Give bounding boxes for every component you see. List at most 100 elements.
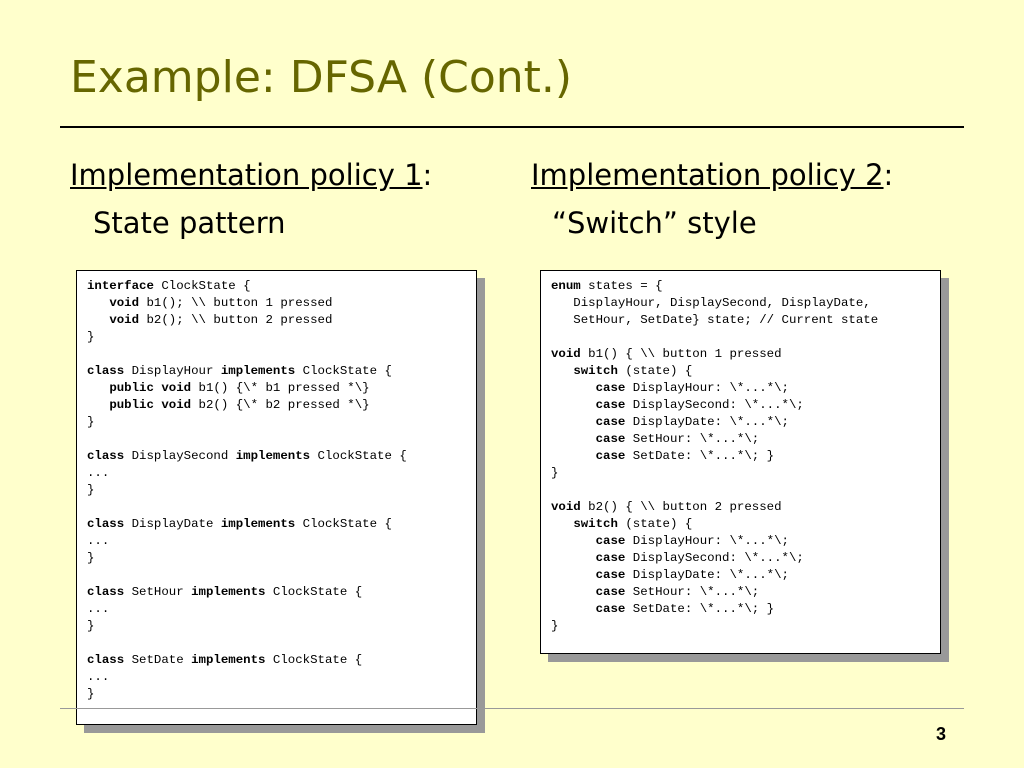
code-keyword: case <box>595 381 626 395</box>
policy-1-heading-colon: : <box>422 158 433 192</box>
code-text: DisplayDate <box>124 517 221 531</box>
code-text <box>551 585 596 599</box>
code-text <box>551 551 596 565</box>
code-text: (state) { <box>617 364 693 378</box>
code-keyword: case <box>595 602 626 616</box>
code-line <box>551 482 930 499</box>
code-text: DisplayHour <box>124 364 221 378</box>
code-text: DisplayDate: \*...*\; <box>625 415 789 429</box>
code-text: ClockState { <box>295 364 392 378</box>
slide-title: Example: DFSA (Cont.) <box>70 52 573 103</box>
policy-2-subheading: “Switch” style <box>552 206 757 240</box>
code-line: case DisplaySecond: \*...*\; <box>551 550 930 567</box>
code-text: ... <box>87 534 110 548</box>
code-line: void b2(); \\ button 2 pressed <box>87 312 466 329</box>
code-line: public void b2() {\* b2 pressed *\} <box>87 397 466 414</box>
code-text: states = { <box>580 279 663 293</box>
code-keyword: void <box>161 381 192 395</box>
code-line: ... <box>87 601 466 618</box>
code-keyword: case <box>595 432 626 446</box>
code-text: } <box>87 551 95 565</box>
code-line: switch (state) { <box>551 516 930 533</box>
code-text: b2(); \\ button 2 pressed <box>139 313 333 327</box>
code-keyword: implements <box>220 364 296 378</box>
code-line <box>551 329 930 346</box>
code-text: b1() { \\ button 1 pressed <box>580 347 782 361</box>
code-text <box>551 602 596 616</box>
code-line <box>87 499 466 516</box>
code-line: class SetHour implements ClockState { <box>87 584 466 601</box>
code-text: DisplayHour: \*...*\; <box>625 381 789 395</box>
code-line: DisplayHour, DisplaySecond, DisplayDate, <box>551 295 930 312</box>
code-text <box>87 313 109 327</box>
code-line: case SetDate: \*...*\; } <box>551 601 930 618</box>
policy-2-heading: Implementation policy 2: <box>531 158 893 192</box>
code-text: } <box>87 330 95 344</box>
policy-1-subheading: State pattern <box>93 206 286 240</box>
code-line: } <box>551 618 930 635</box>
code-line: } <box>87 686 466 703</box>
code-line: case DisplaySecond: \*...*\; <box>551 397 930 414</box>
code-line: void b1() { \\ button 1 pressed <box>551 346 930 363</box>
code-keyword: switch <box>573 364 618 378</box>
code-text <box>87 398 109 412</box>
footer-divider <box>60 708 964 709</box>
code-keyword: class <box>87 449 125 463</box>
code-text: SetDate: \*...*\; } <box>625 602 775 616</box>
code-keyword: void <box>161 398 192 412</box>
code-keyword: class <box>87 517 125 531</box>
code-line: case SetHour: \*...*\; <box>551 431 930 448</box>
code-keyword: switch <box>573 517 618 531</box>
code-text: SetDate <box>124 653 192 667</box>
code-keyword: enum <box>551 279 581 293</box>
code-text <box>551 364 573 378</box>
code-line: class SetDate implements ClockState { <box>87 652 466 669</box>
code-text <box>551 517 573 531</box>
code-text: ... <box>87 602 110 616</box>
code-line: ... <box>87 533 466 550</box>
code-text: ... <box>87 670 110 684</box>
code-text: DisplayHour: \*...*\; <box>625 534 789 548</box>
code-text <box>87 296 109 310</box>
code-line: interface ClockState { <box>87 278 466 295</box>
code-line: } <box>87 618 466 635</box>
code-text: (state) { <box>617 517 693 531</box>
code-keyword: public <box>109 398 154 412</box>
code-text: SetHour, SetDate} state; // Current stat… <box>551 313 879 327</box>
code-text: DisplayHour, DisplaySecond, DisplayDate, <box>551 296 871 310</box>
code-line <box>87 635 466 652</box>
code-keyword: class <box>87 585 125 599</box>
code-keyword: void <box>551 347 581 361</box>
code-line: ... <box>87 465 466 482</box>
code-keyword: implements <box>191 585 266 599</box>
code-line: } <box>87 414 466 431</box>
policy-1-heading-text: Implementation policy 1 <box>70 158 423 192</box>
code-line: class DisplayHour implements ClockState … <box>87 363 466 380</box>
code-text <box>87 381 109 395</box>
code-keyword: case <box>595 568 626 582</box>
code-text <box>551 432 596 446</box>
code-line: enum states = { <box>551 278 930 295</box>
policy-1-heading: Implementation policy 1: <box>70 158 432 192</box>
code-keyword: case <box>595 449 626 463</box>
code-text <box>551 534 596 548</box>
code-keyword: case <box>595 585 626 599</box>
code-keyword: implements <box>235 449 311 463</box>
code-line: class DisplayDate implements ClockState … <box>87 516 466 533</box>
policy-2-heading-text: Implementation policy 2 <box>531 158 884 192</box>
code-line: } <box>87 550 466 567</box>
code-line: } <box>87 482 466 499</box>
page-number: 3 <box>935 724 946 744</box>
code-text: } <box>551 466 559 480</box>
code-text: DisplaySecond: \*...*\; <box>625 551 804 565</box>
code-line: } <box>551 465 930 482</box>
policy-2-heading-colon: : <box>883 158 894 192</box>
code-keyword: void <box>109 296 140 310</box>
code-line <box>87 567 466 584</box>
code-text: SetHour <box>124 585 192 599</box>
code-line: public void b1() {\* b1 pressed *\} <box>87 380 466 397</box>
code-line: case SetHour: \*...*\; <box>551 584 930 601</box>
code-line: ... <box>87 669 466 686</box>
code-text <box>551 398 596 412</box>
code-text <box>551 381 596 395</box>
